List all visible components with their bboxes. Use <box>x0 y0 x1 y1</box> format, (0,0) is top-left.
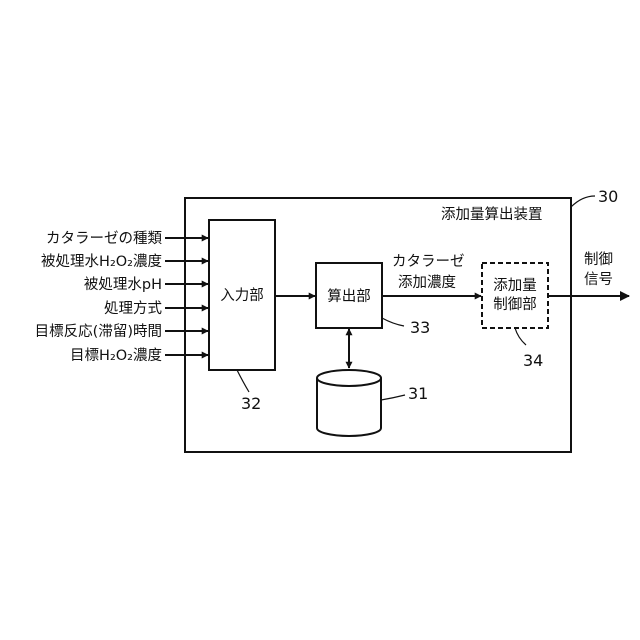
control-unit-ref-number: 34 <box>523 351 543 370</box>
input-labels: カタラーゼの種類 被処理水H₂O₂濃度 被処理水pH 処理方式 目標反応(滞留)… <box>35 230 163 364</box>
device-label: 添加量算出装置 <box>441 206 543 223</box>
calc-unit-label: 算出部 <box>327 288 371 305</box>
input-label-water-ph: 被処理水pH <box>84 276 162 293</box>
flow-label-line2: 添加濃度 <box>398 274 456 291</box>
calc-unit-ref-number: 33 <box>410 318 430 337</box>
input-label-target-reaction-time: 目標反応(滞留)時間 <box>35 323 162 340</box>
control-unit-label-line1: 添加量 <box>493 277 537 294</box>
input-label-h2o2-concentration: 被処理水H₂O₂濃度 <box>41 253 162 270</box>
input-unit-label: 入力部 <box>220 287 264 304</box>
output-label-line2: 信号 <box>584 271 613 288</box>
input-label-treatment-method: 処理方式 <box>104 300 162 317</box>
input-label-target-h2o2: 目標H₂O₂濃度 <box>70 347 162 364</box>
storage-ref-number: 31 <box>408 384 428 403</box>
storage-cylinder <box>317 370 381 436</box>
input-label-catalase-type: カタラーゼの種類 <box>46 230 162 247</box>
device-ref-leader <box>571 196 595 207</box>
flow-label-line1: カタラーゼ <box>392 253 465 270</box>
control-unit-label-line2: 制御部 <box>493 296 537 313</box>
control-unit-box <box>482 263 548 328</box>
output-label-line1: 制御 <box>584 251 613 268</box>
input-unit-ref-number: 32 <box>241 394 261 413</box>
device-ref-number: 30 <box>598 187 618 206</box>
